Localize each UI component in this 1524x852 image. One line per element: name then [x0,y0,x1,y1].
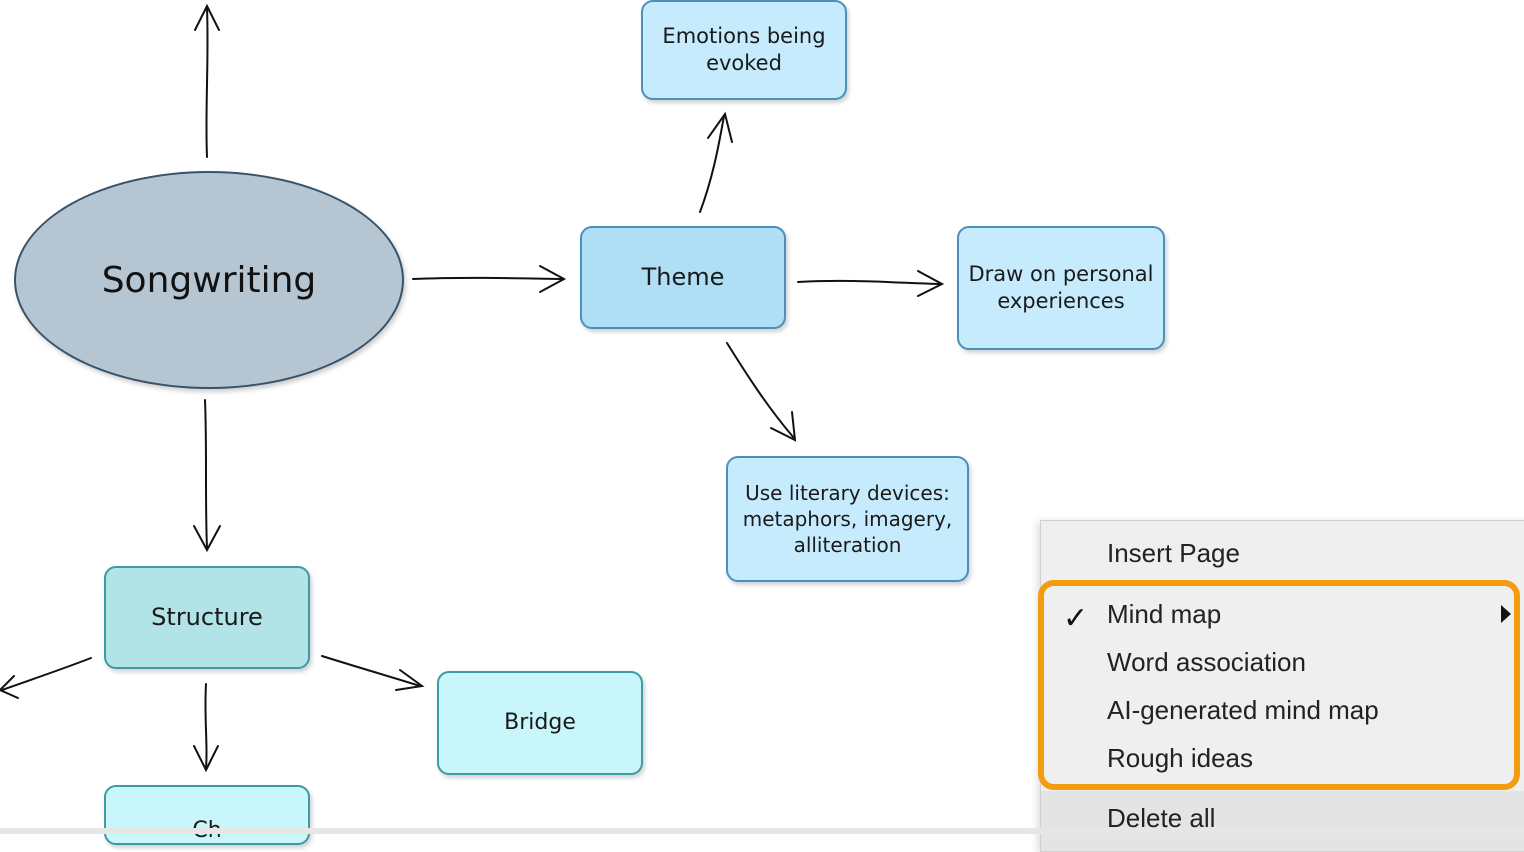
node-emotions-label: Emotions being evoked [662,23,826,75]
node-partial-bottom[interactable]: Ch [104,785,310,845]
menu-item-insert-page[interactable]: Insert Page [1107,538,1240,568]
menu-item-rough-ideas[interactable]: Rough ideas [1107,743,1253,773]
arrowhead-theme-draw [917,270,945,297]
arrowhead-structure-bridge [395,669,425,691]
annotation-highlight-box [1038,580,1520,790]
connector-root-structure [204,399,208,549]
menu-item-mind-map[interactable]: Mind map [1107,599,1222,629]
connector-theme-draw [797,279,941,285]
menu-item-ai-mind-map[interactable]: AI-generated mind map [1107,695,1379,725]
connector-theme-literary [726,342,795,439]
arrowhead-structure-down [193,745,219,773]
arrowhead-theme-emotions [707,111,733,143]
checkmark-icon: ✓ [1063,602,1089,635]
connector-layer [0,3,945,773]
node-draw-label: Draw on personal experiences [968,261,1154,313]
node-draw-personal[interactable]: Draw on personal experiences [957,226,1165,350]
bottom-scrollbar[interactable] [0,828,1524,834]
node-literary-devices[interactable]: Use literary devices: metaphors, imagery… [726,456,969,582]
node-structure[interactable]: Structure [104,566,310,669]
arrowhead-theme-literary [770,411,797,442]
context-menu: Insert Page ✓ Mind map Word association … [1040,520,1524,852]
connector-structure-left [1,657,92,691]
menu-item-word-association[interactable]: Word association [1107,647,1306,677]
arrowhead-root-up [194,3,220,31]
node-literary-label: Use literary devices: metaphors, imagery… [742,481,953,557]
arrowhead-structure-left [0,675,19,699]
node-theme[interactable]: Theme [580,226,786,329]
submenu-arrow-icon [1501,605,1511,623]
connector-root-up [205,7,209,158]
connector-theme-emotions [699,115,725,213]
connector-root-theme [412,276,563,280]
node-structure-label: Structure [151,602,263,631]
node-bridge-label: Bridge [504,709,576,735]
node-emotions[interactable]: Emotions being evoked [641,0,847,100]
arrowhead-root-structure [193,525,221,553]
node-theme-label: Theme [641,262,725,291]
arrowhead-root-theme [539,265,567,293]
node-bridge[interactable]: Bridge [437,671,643,775]
connector-structure-bridge [321,655,421,687]
root-node-songwriting[interactable]: Songwriting [14,171,404,389]
connector-structure-down [204,683,208,769]
root-node-label: Songwriting [101,259,317,301]
